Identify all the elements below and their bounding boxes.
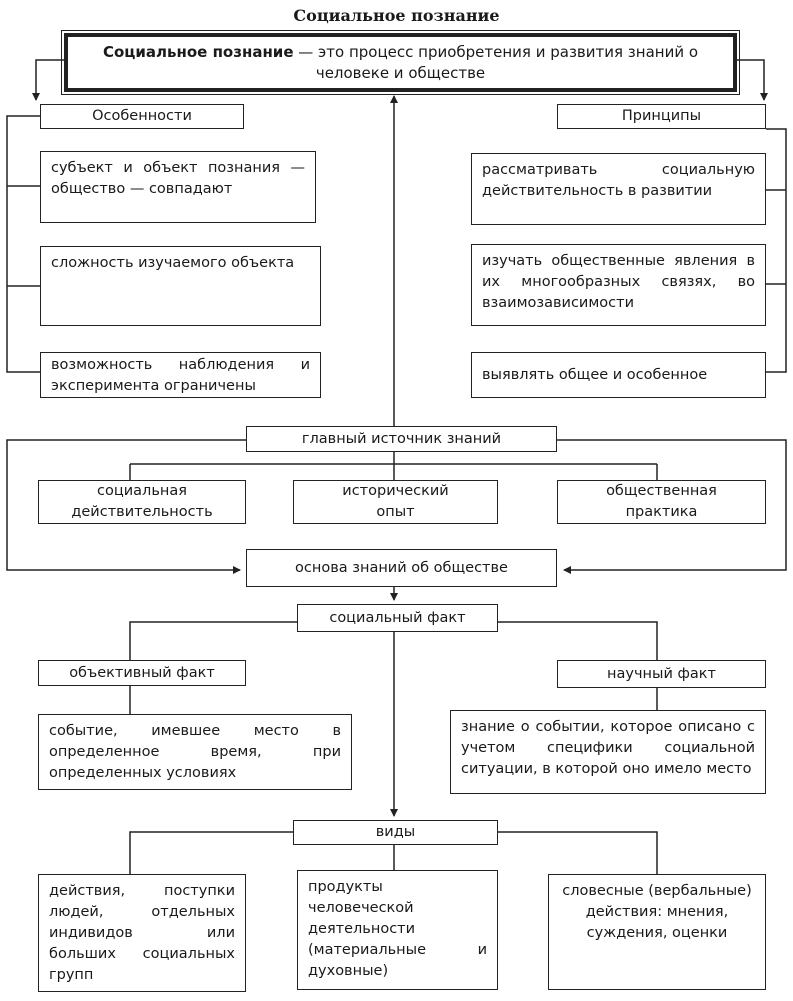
principle-item-2: изучать общественные явления в их многоо… — [471, 244, 766, 326]
feature-item-2: сложность изучаемого объекта — [40, 246, 321, 326]
types-box: виды — [293, 820, 498, 845]
definition-term: Социальное познание — [102, 42, 294, 61]
source-social-reality: социальная действительность — [38, 480, 246, 524]
definition-text: — это процесс приобретения и развития зн… — [293, 42, 699, 82]
scientific-fact-header: научный факт — [557, 660, 766, 688]
arrow-to-principles — [737, 59, 768, 101]
features-bracket — [6, 115, 40, 373]
principle-item-3: выявлять общее и особенное — [471, 352, 766, 398]
arrow-to-features — [32, 59, 64, 101]
basis-box: основа знаний об обществе — [246, 549, 557, 587]
features-header: Особенности — [40, 104, 244, 129]
definition-box: Социальное познание — это процесс приобр… — [61, 30, 740, 95]
scientific-fact-text: знание о событии, которое описано с учет… — [450, 710, 766, 794]
type-item-1: действия, поступки людей, отдельных инди… — [38, 874, 246, 992]
principles-header: Принципы — [557, 104, 766, 129]
objective-fact-header: объективный факт — [38, 660, 246, 686]
source-social-practice: общественная практика — [557, 480, 766, 524]
feature-item-1: субъект и объект познания — общество — с… — [40, 151, 316, 223]
social-fact-box: социальный факт — [297, 604, 498, 632]
type-item-2: продукты человеческой деятельности (мате… — [297, 870, 498, 990]
arrow-left-to-basis — [6, 439, 246, 574]
main-source-box: главный источник знаний — [246, 426, 557, 452]
feature-item-3: возможность наблюдения и эксперимента ог… — [40, 352, 321, 398]
diagram-title: Социальное познание — [293, 6, 500, 25]
principle-item-1: рассматривать социальную действительност… — [471, 153, 766, 225]
arrow-right-to-basis — [557, 439, 787, 574]
source-historical-experience: исторический опыт — [293, 480, 498, 524]
objective-fact-text: событие, имевшее место в определенное вр… — [38, 714, 352, 790]
principles-bracket — [766, 128, 787, 373]
type-item-3: словесные (вербальные) действия: мнения,… — [548, 874, 766, 990]
